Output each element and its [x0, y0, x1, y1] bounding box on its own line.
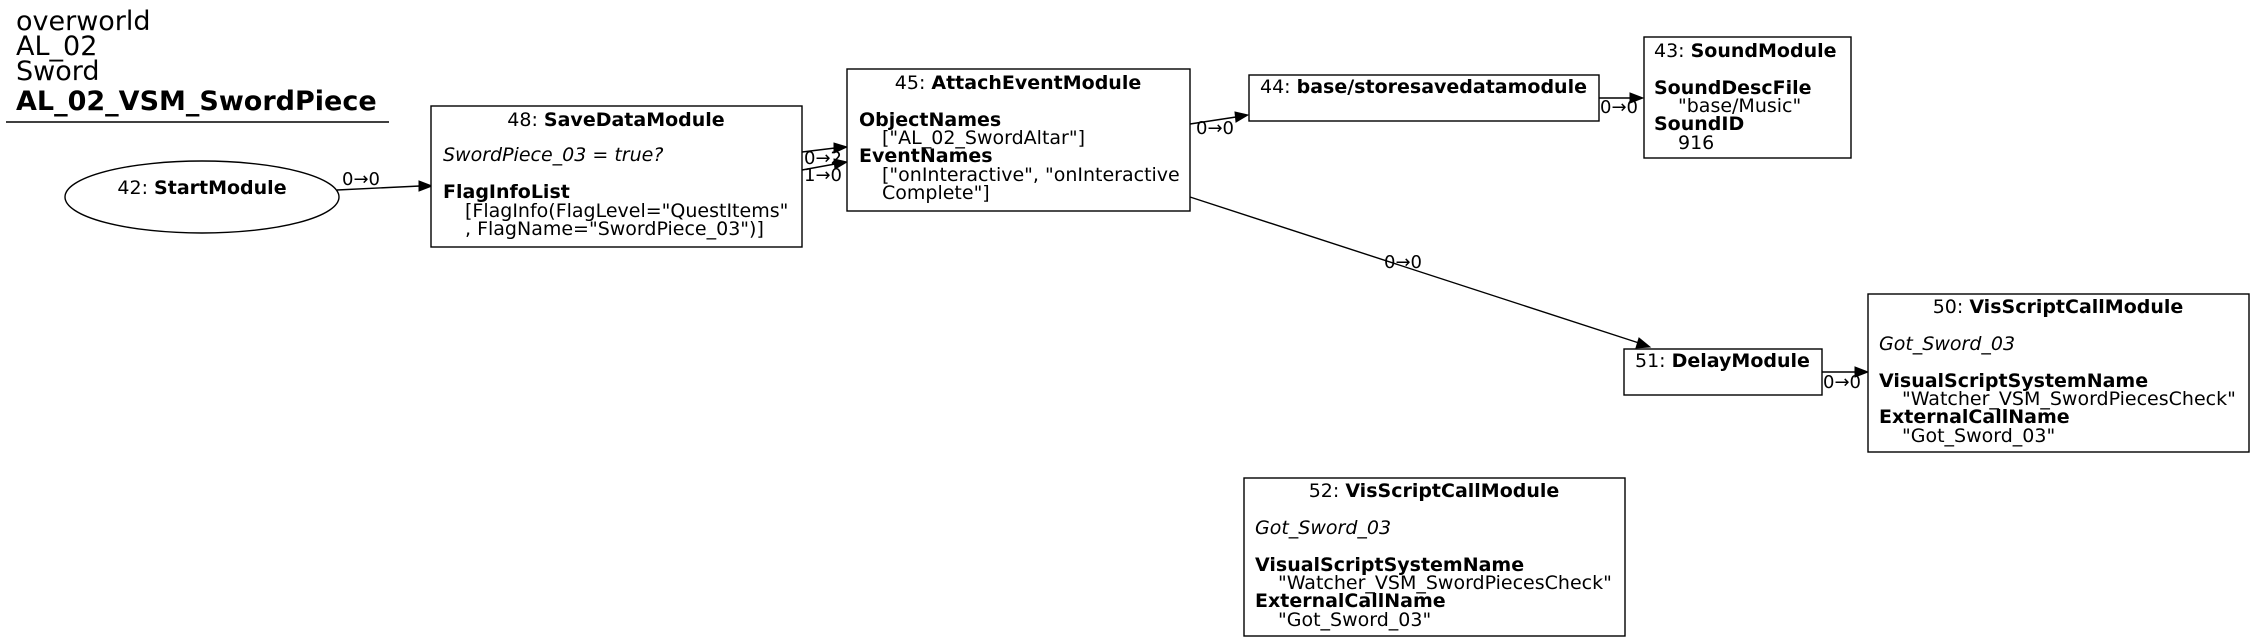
- node-50-name: VisScriptCallModule: [1969, 296, 2183, 318]
- node-50-prop1-label: VisualScriptSystemName: [1879, 370, 2148, 392]
- node-store-save-data-module[interactable]: 44: base/storesavedatamodule: [1248, 74, 1600, 122]
- node-45-prop2-label: EventNames: [859, 145, 993, 167]
- edge-45-51-label: 0→0: [1384, 252, 1422, 273]
- node-start-module[interactable]: 42: StartModule: [64, 160, 340, 234]
- graph-header: overworld AL_02 Sword AL_02_VSM_SwordPie…: [6, 6, 389, 123]
- node-45-id: 45:: [895, 72, 932, 94]
- edge-48-45-b: [801, 163, 836, 171]
- node-48-name: SaveDataModule: [544, 109, 725, 131]
- edge-48-45-b-label: 1→0: [804, 165, 842, 186]
- node-42-id: 42:: [117, 177, 154, 199]
- node-43-shape: [1643, 36, 1852, 159]
- edge-48-45-b-arrowhead: [833, 158, 849, 170]
- node-43-prop2-value: 916: [1678, 132, 1714, 154]
- header-line-overworld: overworld: [16, 6, 151, 37]
- edge-45-44: [1189, 116, 1237, 125]
- node-50-shape: [1867, 293, 2250, 453]
- node-vis-script-call-module-52[interactable]: 52: VisScriptCallModule Got_Sword_03 Vis…: [1243, 477, 1626, 637]
- node-43-prop1-value: "base/Music": [1678, 95, 1801, 117]
- header-line-category: Sword: [16, 56, 100, 87]
- edge-45-44-label: 0→0: [1196, 118, 1234, 139]
- node-50-header: 50: VisScriptCallModule: [1933, 296, 2184, 318]
- node-50-prop1-value: "Watcher_VSM_SwordPiecesCheck": [1902, 388, 2236, 410]
- node-51-label: 51: DelayModule: [1635, 350, 1810, 372]
- node-45-prop2-line-1: ["onInteractive", "onInteractive: [882, 164, 1180, 186]
- node-45-header: 45: AttachEventModule: [895, 72, 1141, 94]
- node-43-prop2-label: SoundID: [1654, 113, 1744, 135]
- header-line-level: AL_02: [16, 31, 97, 62]
- edge-44-43-label: 0→0: [1600, 97, 1638, 118]
- node-sound-module[interactable]: 43: SoundModule SoundDescFile "base/Musi…: [1643, 36, 1852, 159]
- edge-45-44-arrowhead: [1234, 111, 1250, 123]
- node-45-prop1-line-1: ["AL_02_SwordAltar"]: [882, 127, 1085, 149]
- node-44-name: base/storesavedatamodule: [1297, 76, 1587, 98]
- node-48-id: 48:: [507, 109, 544, 131]
- node-delay-module[interactable]: 51: DelayModule: [1623, 348, 1823, 396]
- node-51-name: DelayModule: [1672, 350, 1810, 372]
- node-42-name: StartModule: [154, 177, 287, 199]
- node-51-id: 51:: [1635, 350, 1672, 372]
- node-52-shape: [1243, 477, 1626, 637]
- edge-45-51-arrowhead: [1635, 337, 1652, 349]
- node-43-name: SoundModule: [1691, 40, 1837, 62]
- node-43-header: 43: SoundModule: [1654, 40, 1837, 62]
- node-50-prop2-value: "Got_Sword_03": [1902, 425, 2055, 447]
- edge-51-50-label: 0→0: [1823, 372, 1861, 393]
- node-52-prop1-label: VisualScriptSystemName: [1255, 554, 1524, 576]
- node-45-shape: [846, 68, 1191, 212]
- node-48-header: 48: SaveDataModule: [507, 109, 724, 131]
- node-attach-event-module[interactable]: 45: AttachEventModule ObjectNames ["AL_0…: [846, 68, 1191, 212]
- graph-title: AL_02_VSM_SwordPiece: [16, 86, 377, 117]
- node-42-label: 42: StartModule: [117, 177, 286, 199]
- edge-42-48-arrowhead: [418, 180, 434, 192]
- node-45-prop1-label: ObjectNames: [859, 109, 1001, 131]
- node-52-prop1-value: "Watcher_VSM_SwordPiecesCheck": [1278, 572, 1612, 594]
- edge-42-48: [336, 185, 421, 191]
- edge-45-51: [1189, 196, 1640, 344]
- node-52-prop2-label: ExternalCallName: [1255, 590, 1446, 612]
- node-52-subtitle: Got_Sword_03: [1255, 517, 1391, 539]
- node-48-shape: [430, 105, 803, 248]
- node-43-id: 43:: [1654, 40, 1691, 62]
- node-48-prop-line-1: [FlagInfo(FlagLevel="QuestItems": [465, 200, 788, 222]
- node-51-shape: [1623, 348, 1823, 396]
- node-43-prop1-label: SoundDescFile: [1654, 77, 1812, 99]
- edge-48-45-a: [801, 147, 836, 153]
- edge-44-43-arrowhead: [1629, 92, 1645, 104]
- node-45-name: AttachEventModule: [931, 72, 1141, 94]
- edge-42-48-label: 0→0: [342, 169, 380, 190]
- node-48-condition: SwordPiece_03 = true?: [443, 144, 663, 166]
- node-44-id: 44:: [1260, 76, 1297, 98]
- edge-51-50-arrowhead: [1854, 366, 1870, 378]
- edge-48-45-a-arrowhead: [833, 142, 849, 154]
- node-50-prop2-label: ExternalCallName: [1879, 406, 2070, 428]
- edges: 0→0 0→2 1→0 0→0 0→0 0→0 0→0: [336, 92, 1870, 393]
- node-save-data-module[interactable]: 48: SaveDataModule SwordPiece_03 = true?…: [430, 105, 803, 248]
- node-45-prop2-line-2: Complete"]: [882, 182, 990, 204]
- node-vis-script-call-module-50[interactable]: 50: VisScriptCallModule Got_Sword_03 Vis…: [1867, 293, 2250, 453]
- node-52-id: 52:: [1309, 480, 1346, 502]
- node-52-prop2-value: "Got_Sword_03": [1278, 609, 1431, 631]
- node-42-shape: [64, 160, 340, 234]
- node-48-prop-label: FlagInfoList: [443, 181, 570, 203]
- node-52-name: VisScriptCallModule: [1345, 480, 1559, 502]
- node-50-subtitle: Got_Sword_03: [1879, 333, 2015, 355]
- node-44-shape: [1248, 74, 1600, 122]
- node-48-prop-line-2: , FlagName="SwordPiece_03")]: [465, 218, 764, 240]
- node-44-label: 44: base/storesavedatamodule: [1260, 76, 1587, 98]
- node-50-id: 50:: [1933, 296, 1970, 318]
- node-52-header: 52: VisScriptCallModule: [1309, 480, 1560, 502]
